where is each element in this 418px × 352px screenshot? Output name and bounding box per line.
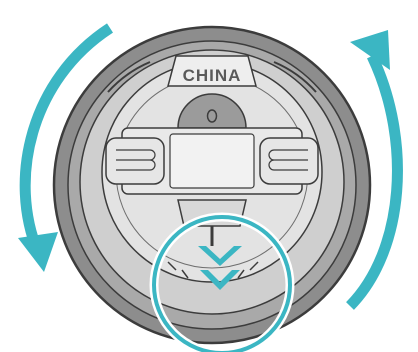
lock-bar-center [170, 134, 254, 188]
cap-body: CHINA [54, 27, 370, 343]
cap-embossed-text: CHINA [183, 66, 242, 85]
clip-left [106, 138, 164, 184]
clip-right [260, 138, 318, 184]
